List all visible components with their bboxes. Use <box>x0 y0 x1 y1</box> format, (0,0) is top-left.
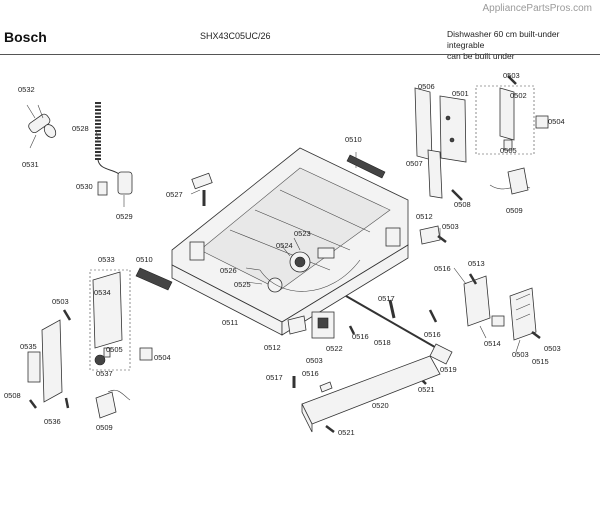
appliance-description: Dishwasher 60 cm built-under integrable … <box>447 29 597 62</box>
part-label-0517: 0517 <box>266 373 283 382</box>
brand-title: Bosch <box>4 29 47 45</box>
part-label-0512: 0512 <box>416 212 433 221</box>
part-label-0534: 0534 <box>94 288 111 297</box>
part-label-0520: 0520 <box>372 401 389 410</box>
part-label-0503: 0503 <box>512 350 529 359</box>
part-label-0518: 0518 <box>374 338 391 347</box>
part-label-0525: 0525 <box>234 280 251 289</box>
header-divider <box>0 54 600 55</box>
part-label-0523: 0523 <box>294 229 311 238</box>
part-label-0537: 0537 <box>96 369 113 378</box>
hinge-assembly-right <box>414 75 549 201</box>
model-number: SHX43C05UC/26 <box>200 31 271 41</box>
part-label-0536: 0536 <box>44 417 61 426</box>
part-label-0516: 0516 <box>352 332 369 341</box>
part-label-0524: 0524 <box>276 241 293 250</box>
part-label-0505: 0505 <box>500 146 517 155</box>
lower-center-parts <box>287 295 453 433</box>
part-label-0502: 0502 <box>510 91 527 100</box>
part-label-0526: 0526 <box>220 266 237 275</box>
part-label-0510: 0510 <box>345 135 362 144</box>
part-label-0503: 0503 <box>503 71 520 80</box>
part-label-0509: 0509 <box>506 206 523 215</box>
part-label-0533: 0533 <box>98 255 115 264</box>
bracket-0512-right <box>419 225 447 245</box>
part-label-0532: 0532 <box>18 85 35 94</box>
bracket-0527 <box>191 172 213 206</box>
part-label-0503: 0503 <box>52 297 69 306</box>
part-label-0504: 0504 <box>548 117 565 126</box>
description-line-1: Dishwasher 60 cm built-under integrable <box>447 29 560 50</box>
part-labels: 0532 0531 0528 0530 0529 0527 0510 0506 0503 0501… <box>4 71 565 437</box>
part-label-0513: 0513 <box>468 259 485 268</box>
part-label-0528: 0528 <box>72 124 89 133</box>
part-label-0527: 0527 <box>166 190 183 199</box>
right-lower-parts <box>428 273 541 341</box>
part-label-0535: 0535 <box>20 342 37 351</box>
part-label-0521: 0521 <box>418 385 435 394</box>
part-label-0521: 0521 <box>338 428 355 437</box>
part-label-0505: 0505 <box>106 345 123 354</box>
part-label-0517: 0517 <box>378 294 395 303</box>
part-label-0503: 0503 <box>306 356 323 365</box>
part-label-0501: 0501 <box>452 89 469 98</box>
part-label-0508: 0508 <box>454 200 471 209</box>
part-label-0504: 0504 <box>154 353 171 362</box>
part-label-0529: 0529 <box>116 212 133 221</box>
leader-lines <box>95 130 521 353</box>
part-label-0516: 0516 <box>434 264 451 273</box>
part-label-0516: 0516 <box>302 369 319 378</box>
part-label-0531: 0531 <box>22 160 39 169</box>
part-label-0508: 0508 <box>4 391 21 400</box>
part-label-0509: 0509 <box>96 423 113 432</box>
part-label-0522: 0522 <box>326 344 343 353</box>
part-label-0503: 0503 <box>442 222 459 231</box>
part-label-0506: 0506 <box>418 82 435 91</box>
ribbed-strip-0510-top <box>346 152 386 179</box>
part-label-0510: 0510 <box>136 255 153 264</box>
hose-clamp-assembly <box>26 104 57 149</box>
part-label-0507: 0507 <box>406 159 423 168</box>
base-tub <box>171 147 409 336</box>
part-label-0512: 0512 <box>264 343 281 352</box>
description-line-2: can be built under <box>447 51 515 61</box>
part-label-0530: 0530 <box>76 182 93 191</box>
part-label-0503: 0503 <box>544 344 561 353</box>
part-label-0519: 0519 <box>440 365 457 374</box>
drain-hose <box>95 102 133 207</box>
part-label-0516: 0516 <box>424 330 441 339</box>
part-label-0515: 0515 <box>532 357 549 366</box>
part-label-0511: 0511 <box>222 318 238 327</box>
side-panel-assembly-left <box>27 267 173 419</box>
part-label-0514: 0514 <box>484 339 501 348</box>
watermark: AppliancePartsPros.com <box>482 3 593 14</box>
